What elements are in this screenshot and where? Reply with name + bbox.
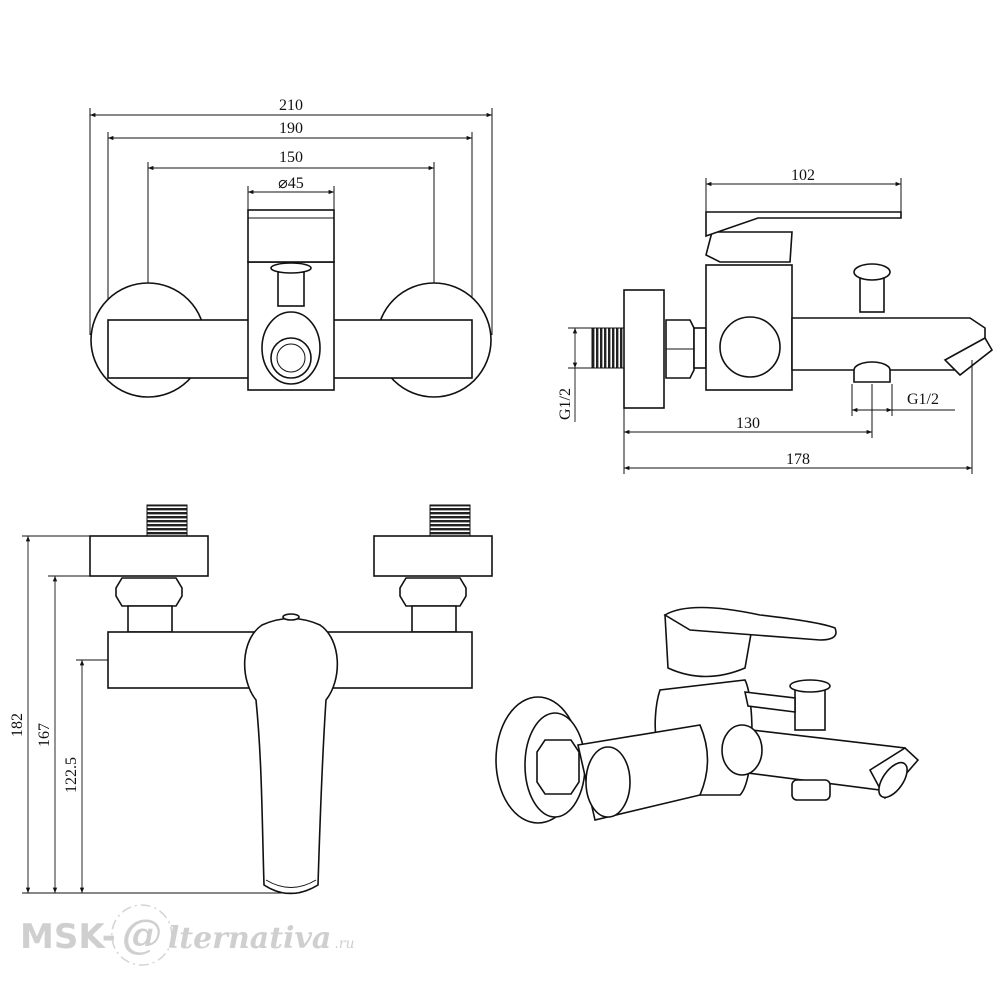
dim-label-167: 167	[36, 723, 53, 747]
nut-right	[399, 577, 467, 607]
lever-handle	[247, 209, 335, 263]
dim-label-210: 210	[279, 97, 303, 114]
dim-label-outlet-thread: G1/2	[907, 391, 939, 408]
side-view: 102 G1/2 G1/2 130 178	[557, 167, 994, 474]
watermark-logo: MSK-@lternativa.ru	[20, 904, 355, 966]
inlet-thread	[591, 327, 625, 369]
dim-label-inlet-thread: G1/2	[557, 388, 574, 420]
dim-label-182: 182	[9, 713, 26, 737]
iso-diverter	[794, 689, 826, 731]
nut-left	[115, 577, 183, 607]
dim-label-130: 130	[736, 415, 760, 432]
isometric-view	[495, 606, 920, 824]
shower-outlet	[853, 361, 891, 383]
iso-lever	[663, 606, 837, 641]
dim-label-45: ⌀45	[278, 175, 304, 192]
lever	[705, 211, 902, 238]
flange-right	[373, 535, 493, 577]
watermark-ring	[111, 904, 173, 966]
diverter-knob	[270, 262, 312, 274]
watermark-tld: .ru	[334, 936, 354, 952]
dim-label-190: 190	[279, 120, 303, 137]
iso-nut	[536, 739, 580, 795]
watermark-name: lternativa	[168, 921, 332, 956]
watermark-brand: MSK-	[20, 917, 116, 957]
dim-label-122-5: 122.5	[63, 757, 80, 793]
handle-base	[705, 231, 793, 263]
watermark-at: @	[122, 911, 162, 958]
iso-outlet	[791, 779, 831, 801]
dim-label-150: 150	[279, 149, 303, 166]
crank-arm	[719, 316, 781, 378]
diverter-side	[859, 277, 885, 313]
flange-left	[89, 535, 209, 577]
lever-top	[243, 617, 339, 895]
front-view: 210 190 150 ⌀45	[89, 97, 493, 398]
dim-label-178: 178	[786, 451, 810, 468]
top-view: 182 167 122.5	[9, 504, 493, 895]
dim-label-102: 102	[791, 167, 815, 184]
thread-left	[146, 504, 188, 537]
thread-right	[429, 504, 471, 537]
diverter-stem	[277, 271, 305, 307]
watermark-text: MSK-@lternativa.ru	[20, 911, 355, 958]
wall-flange	[623, 289, 665, 409]
